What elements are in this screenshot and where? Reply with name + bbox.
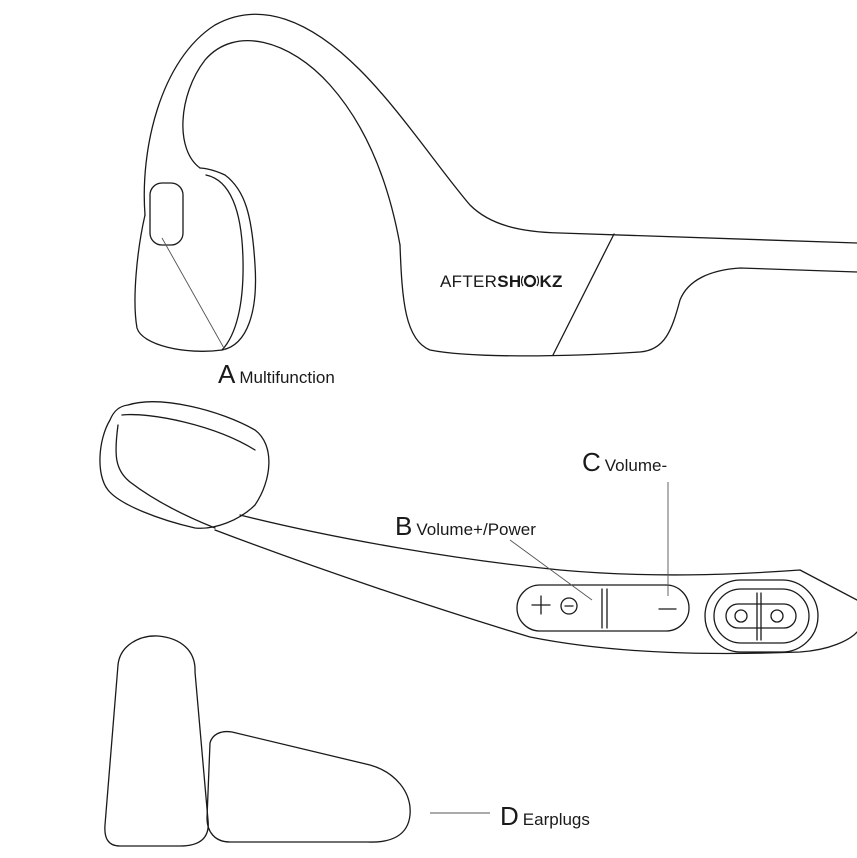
brand-logo: AFTERSH KZ	[440, 273, 563, 290]
headband-outer-line	[143, 13, 857, 244]
volume-button-panel	[516, 584, 690, 632]
band-lower-edge	[214, 529, 857, 655]
charging-contact-right-icon	[770, 609, 784, 623]
transducer-pad-inner	[115, 413, 256, 529]
brand-thin: AFTER	[440, 272, 498, 291]
label-c-name: Volume-	[604, 456, 668, 475]
label-c-letter: C	[582, 447, 601, 477]
brand-bold-b: KZ	[539, 272, 563, 291]
charging-port-outer	[704, 579, 819, 653]
leader-line-b	[509, 539, 593, 601]
multifunction-button-outline[interactable]	[149, 182, 184, 246]
earplugs	[104, 635, 490, 847]
label-b-name: Volume+/Power	[416, 520, 536, 539]
earplug-lying	[206, 730, 411, 843]
label-b-letter: B	[395, 511, 413, 541]
brand-o-logo-icon	[521, 274, 540, 288]
transducer-pad-outer	[99, 401, 270, 529]
leader-line-a	[161, 237, 226, 351]
label-d-name: Earplugs	[522, 810, 590, 829]
brand-bold-a: SH	[497, 272, 522, 291]
plus-button-icon[interactable]	[531, 595, 551, 615]
headband-inner-line	[182, 40, 401, 246]
label-a-letter: A	[218, 359, 236, 389]
transducer-housing	[134, 167, 257, 352]
housing-seam	[552, 233, 615, 356]
earplug-standing	[104, 635, 209, 847]
headphone-bottom-view	[99, 401, 857, 655]
transducer-face-edge	[205, 174, 244, 351]
label-a-name: Multifunction	[239, 368, 335, 387]
band-upper-edge	[239, 514, 857, 601]
headphone-side-view	[134, 13, 857, 357]
charging-contact-left-icon	[734, 609, 748, 623]
charging-port-inner	[713, 588, 810, 644]
label-d-letter: D	[500, 801, 519, 831]
housing-body-line	[399, 244, 857, 357]
power-button-icon[interactable]	[560, 597, 578, 615]
